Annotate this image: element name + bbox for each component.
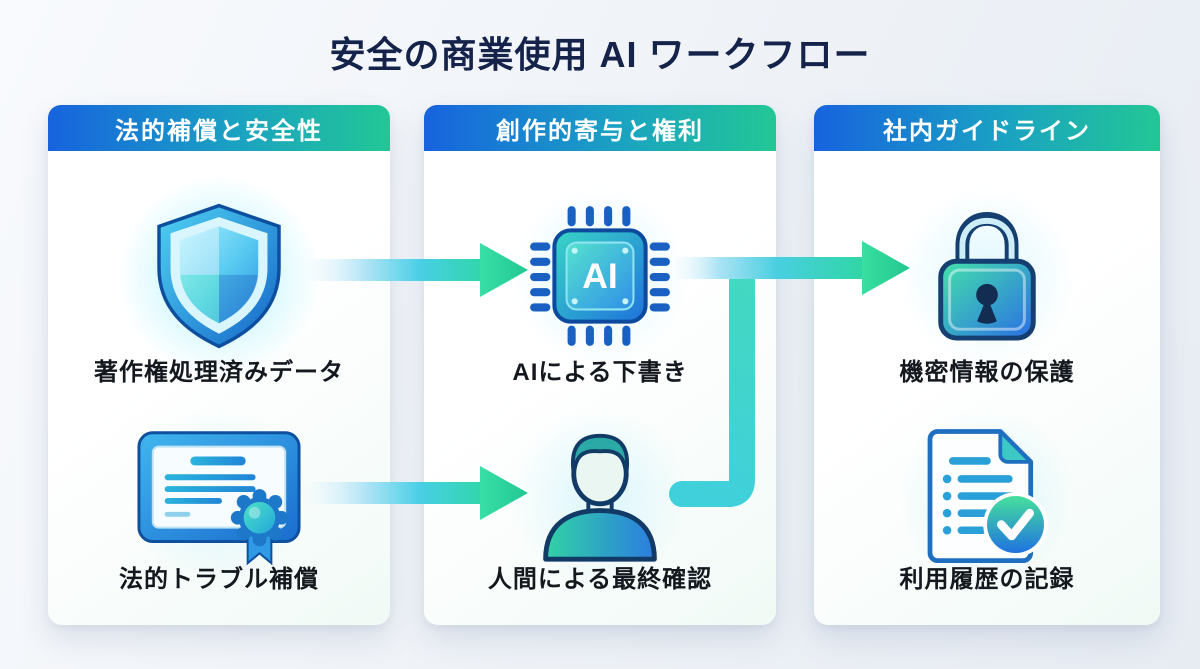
item-label-ai-draft: AIによる下書き	[512, 359, 688, 386]
ai-chip-text: AI	[582, 256, 617, 296]
person-icon	[543, 433, 657, 562]
column-legal-safety-header: 法的補償と安全性	[48, 105, 390, 151]
document-check-icon	[927, 429, 1048, 564]
item-label-copyright-data: 著作権処理済みデータ	[94, 359, 344, 386]
person-icon-slot	[424, 407, 776, 587]
certificate-icon-slot	[48, 407, 390, 587]
ai-chip-icon: AI	[530, 206, 670, 346]
item-label-usage-log: 利用履歴の記録	[899, 566, 1075, 593]
column-creative-rights: 創作的寄与と権利	[424, 105, 776, 625]
certificate-icon	[137, 431, 301, 566]
column-guidelines: 社内ガイドライン 機密情報の保護	[814, 105, 1160, 625]
item-label-human-review: 人間による最終確認	[487, 566, 713, 593]
shield-icon	[157, 203, 281, 349]
item-label-confidential-protection: 機密情報の保護	[899, 359, 1075, 386]
column-creative-rights-header: 創作的寄与と権利	[424, 105, 776, 151]
column-legal-safety: 法的補償と安全性 著作権処理済みデータ	[48, 105, 390, 625]
document-check-icon-slot	[814, 407, 1160, 587]
lock-icon	[938, 211, 1036, 341]
page-title: 安全の商業使用 AI ワークフロー	[329, 34, 871, 75]
item-label-legal-coverage: 法的トラブル補償	[119, 566, 319, 593]
column-guidelines-header: 社内ガイドライン	[814, 105, 1160, 151]
